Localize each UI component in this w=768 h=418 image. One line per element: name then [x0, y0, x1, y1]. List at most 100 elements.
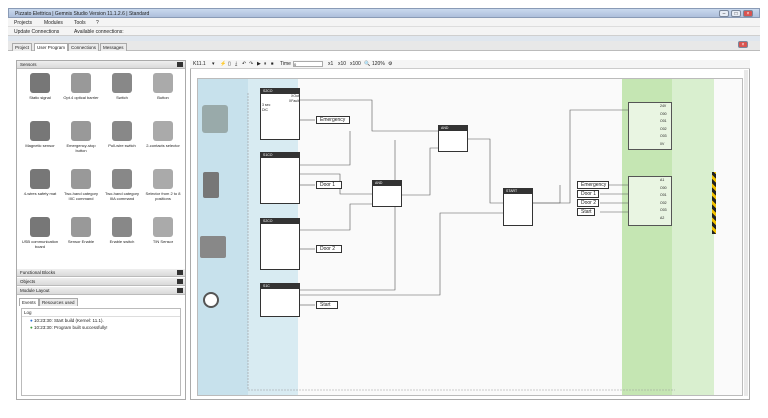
play-icon[interactable]: ▶: [257, 61, 261, 67]
tab-messages[interactable]: Messages: [100, 43, 127, 51]
download-icon[interactable]: ⤓: [235, 61, 238, 67]
tab-project[interactable]: Project: [12, 43, 33, 51]
zoom-level[interactable]: 120%: [372, 61, 385, 67]
block-start[interactable]: START: [503, 188, 533, 226]
menu-help[interactable]: ?: [96, 20, 99, 26]
log-line-text: 10:23:30: Program built successfully!: [33, 325, 108, 330]
tag-door2-right[interactable]: Door 2: [577, 199, 599, 207]
output-module-top[interactable]: [628, 102, 672, 150]
sensor-item[interactable]: Selector from 2 to 8 positions: [144, 169, 182, 201]
sensor-item[interactable]: Emergency-stop button: [62, 121, 100, 153]
zoom-icon[interactable]: 🔍: [364, 61, 371, 67]
menu-projects[interactable]: Projects: [14, 20, 33, 26]
sensor-item[interactable]: Opt.4 optical barrier: [62, 73, 100, 100]
sensor-item[interactable]: Two-hand category IIIC command: [62, 169, 100, 201]
menu-modules[interactable]: Modules: [44, 20, 63, 26]
sensor-item[interactable]: Static signal: [21, 73, 59, 100]
lightning-icon[interactable]: ⚡: [220, 61, 227, 67]
close-button[interactable]: ×: [743, 10, 753, 17]
sensor-item[interactable]: Sensor Enable: [62, 217, 100, 244]
sensor-item[interactable]: USB communication board: [21, 217, 59, 249]
step-x100-button[interactable]: x100: [350, 61, 361, 67]
wire: [300, 131, 351, 166]
sensor-item[interactable]: Enable switch: [103, 217, 141, 244]
emergency-stop-icon[interactable]: [202, 105, 228, 133]
stop-icon[interactable]: ⏹: [271, 61, 274, 67]
wire: [247, 93, 675, 391]
redo-icon[interactable]: ↷: [249, 61, 254, 67]
output-label: 0V: [660, 141, 665, 146]
sensor-label: 2-contacts selector: [146, 143, 180, 148]
menu-bar: Projects Modules Tools ?: [8, 18, 760, 27]
module-layout-label: Module Layout: [20, 288, 50, 293]
sensor-label: Switch: [116, 95, 128, 100]
block-s2co-2[interactable]: S2CO: [260, 218, 300, 270]
dropdown-icon[interactable]: ▾: [212, 61, 215, 67]
sensor-icon: [153, 73, 173, 93]
sensors-header[interactable]: Sensors: [17, 61, 185, 69]
output-label: O03: [660, 134, 667, 138]
sensor-label: 4-wires safety mat: [23, 191, 57, 196]
sensor-item[interactable]: Switch: [103, 73, 141, 100]
tab-connections[interactable]: Connections: [68, 43, 100, 51]
magnetic-sensor-icon[interactable]: [203, 172, 219, 198]
sensor-item[interactable]: Two-hand category IIIA command: [103, 169, 141, 201]
block-and-2[interactable]: AND: [438, 125, 468, 152]
module-select[interactable]: K11.1: [193, 61, 206, 67]
module-layout-header[interactable]: Module Layout: [17, 287, 185, 295]
tag-emergency[interactable]: Emergency: [316, 116, 350, 124]
tag-door1[interactable]: Door 1: [316, 181, 342, 189]
tag-emergency-right[interactable]: Emergency: [577, 181, 609, 189]
success-icon: ●: [30, 325, 33, 330]
vertical-scrollbar[interactable]: [744, 70, 748, 396]
tag-door1-right[interactable]: Door 1: [577, 190, 599, 198]
tab-resources-used[interactable]: Resources used: [39, 298, 78, 306]
wire: [468, 138, 503, 204]
sensor-item[interactable]: TIN Sensor: [144, 217, 182, 244]
sensor-icon: [112, 169, 132, 189]
sensor-item[interactable]: 2-contacts selector: [144, 121, 182, 148]
safety-mat-icon[interactable]: [200, 236, 226, 258]
log-line: ● 10:23:30: Start build (Kernel: 11.1).: [22, 317, 180, 324]
output-label: O01: [660, 119, 667, 123]
menu-tools[interactable]: Tools: [74, 20, 86, 26]
block-s2co-1[interactable]: S2CO XOut XFault 3 sec DIC: [260, 88, 300, 140]
sensor-item[interactable]: Magnetic sensor: [21, 121, 59, 148]
sensor-icon: [71, 73, 91, 93]
block-and-1[interactable]: AND: [372, 180, 402, 207]
sensor-item[interactable]: Pull-wire switch: [103, 121, 141, 148]
output-module-bottom[interactable]: [628, 176, 672, 226]
step-x1-button[interactable]: x1: [328, 61, 334, 67]
tab-user-program[interactable]: User Program: [34, 43, 69, 51]
settings-icon[interactable]: ⚙: [388, 61, 393, 67]
sensor-icon: [30, 73, 50, 93]
block-s1c[interactable]: S1C: [260, 283, 300, 317]
sensor-item[interactable]: 4-wires safety mat: [21, 169, 59, 196]
time-input[interactable]: 0: [293, 61, 323, 67]
tag-start-right[interactable]: Start: [577, 208, 595, 216]
undo-icon[interactable]: ↶: [242, 61, 247, 67]
close-tab-button[interactable]: ×: [738, 41, 748, 48]
ribbon-strip: [8, 36, 760, 41]
document-icon[interactable]: ▯: [228, 61, 231, 67]
maximize-button[interactable]: □: [731, 10, 741, 17]
functional-blocks-header[interactable]: Functional Blocks: [17, 269, 185, 277]
objects-header[interactable]: Objects: [17, 278, 185, 286]
step-x10-button[interactable]: x10: [338, 61, 347, 67]
block-s1co[interactable]: S1CO: [260, 152, 300, 204]
tab-events[interactable]: Events: [19, 298, 39, 306]
block-title: AND: [373, 181, 401, 186]
main-toolbar: Update Connections Available connections…: [8, 27, 760, 36]
tag-door2[interactable]: Door 2: [316, 245, 342, 253]
log-panel: Log ● 10:23:30: Start build (Kernel: 11.…: [21, 308, 181, 396]
log-line-text: 10:23:30: Start build (Kernel: 11.1).: [33, 318, 104, 323]
sensor-label: USB communication board: [21, 239, 59, 249]
update-connections-button[interactable]: Update Connections: [14, 29, 60, 35]
tag-start[interactable]: Start: [316, 301, 338, 309]
button-icon[interactable]: [203, 292, 219, 308]
pause-icon[interactable]: ⏸: [264, 61, 267, 67]
minimize-button[interactable]: –: [719, 10, 729, 17]
sensor-item[interactable]: Button: [144, 73, 182, 100]
sensor-icon: [71, 217, 91, 237]
output-label: O01: [660, 193, 667, 197]
